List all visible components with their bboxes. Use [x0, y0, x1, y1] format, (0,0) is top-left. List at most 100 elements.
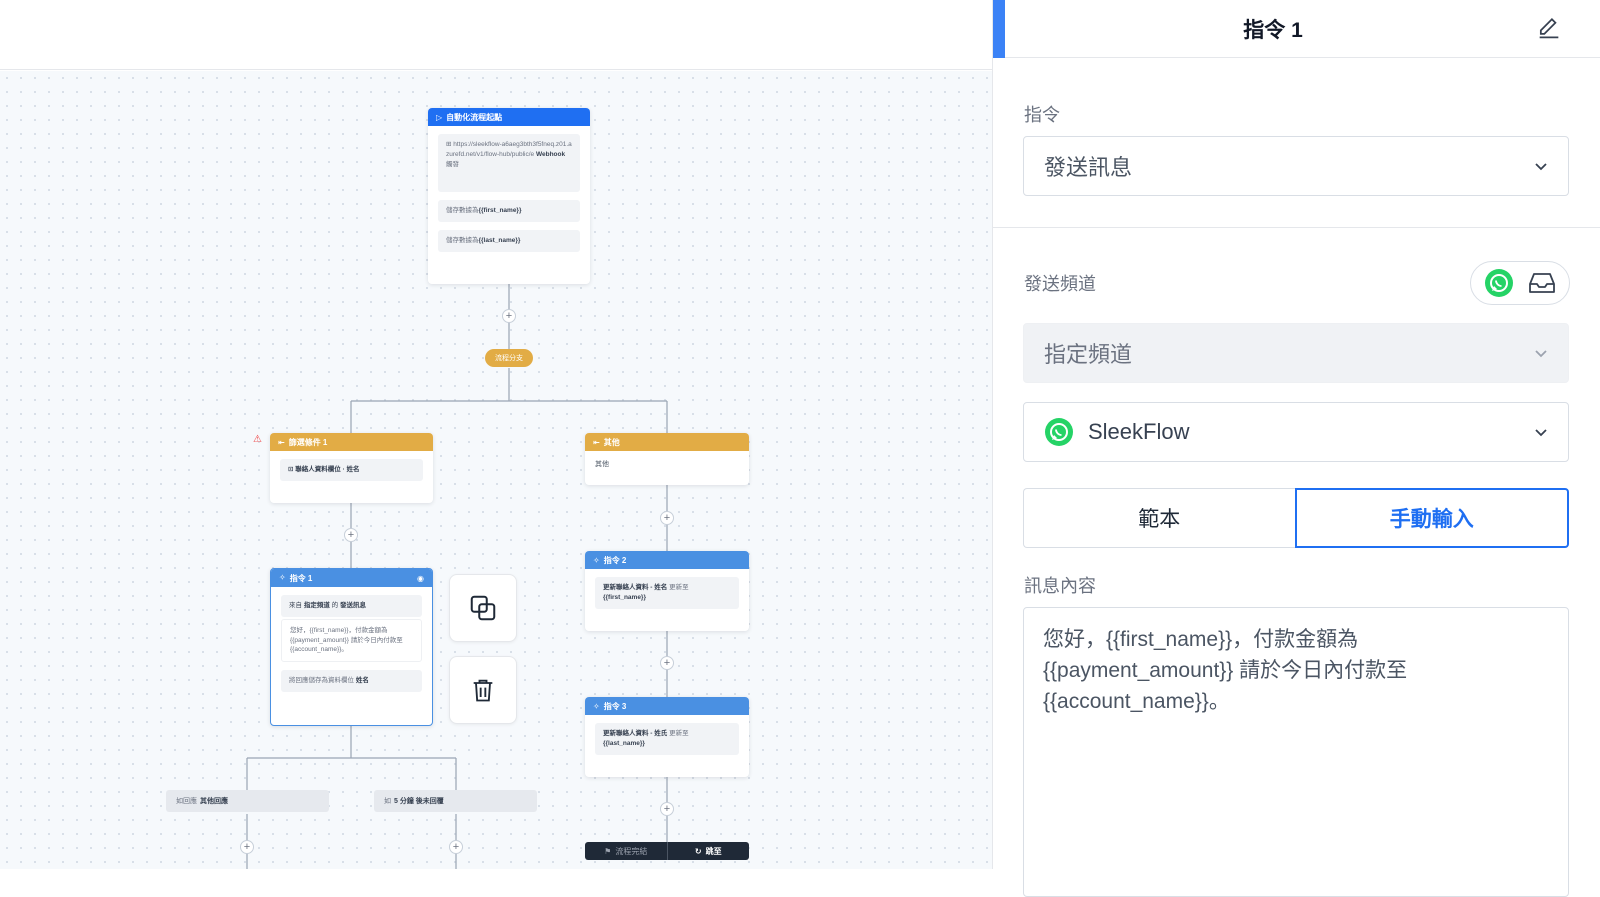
branch-prefix: 如 — [384, 798, 391, 805]
message-type-tabs: 範本 手動輸入 — [1023, 488, 1569, 548]
save-variable: {{last_name}} — [478, 236, 521, 244]
action-2-header: ✧ 指令 2 — [585, 551, 749, 569]
flow-end-bar: ⚑流程完結 ↻跳至 — [585, 842, 749, 860]
action-select-value: 發送訊息 — [1044, 155, 1133, 180]
branch-label: 其他回應 — [200, 798, 228, 805]
save-response-field: 姓名 — [355, 677, 369, 684]
channel-mode-select: 指定頻道 — [1023, 323, 1569, 383]
save-response-slot[interactable]: 將回應儲存為資料欄位 姓名 — [281, 670, 422, 692]
save-data-slot-2[interactable]: 儲存數據為{{last_name}} — [438, 229, 580, 252]
channel-text: 指定頻道 — [303, 602, 330, 609]
section-divider — [993, 227, 1600, 228]
flag-icon: ⚑ — [604, 846, 612, 856]
update-to-text: 更新至 — [669, 730, 689, 737]
branch-label: 5 分鐘 後未回覆 — [394, 798, 444, 805]
start-node-header: ▷ 自動化流程起點 — [428, 108, 590, 126]
save-prefix: 儲存數據為 — [446, 207, 479, 214]
panel-accent — [993, 0, 1005, 58]
inbox-icon[interactable] — [1527, 270, 1557, 296]
start-node[interactable]: ▷ 自動化流程起點 ⊞ https://sleekflow-a6aeg3bth3… — [428, 108, 590, 284]
jump-label: 跳至 — [705, 846, 722, 856]
flow-canvas[interactable]: ▷ 自動化流程起點 ⊞ https://sleekflow-a6aeg3bth3… — [0, 0, 992, 869]
action-1-header: ✧指令 1 ◉ — [271, 569, 432, 587]
message-preview-slot[interactable]: 您好，{{first_name}}，付款金額為 {{payment_amount… — [281, 618, 422, 662]
update-contact-slot[interactable]: 更新聯絡人資料 - 姓名 更新至 {{first_name}} — [595, 577, 739, 609]
webhook-suffix: 觸發 — [446, 160, 459, 168]
action-settings-panel: 指令 1 指令 發送訊息 發送頻道 指定頻道 — [992, 0, 1600, 897]
jump-to-button[interactable]: ↻跳至 — [668, 842, 750, 860]
save-data-slot-1[interactable]: 儲存數據為{{first_name}} — [438, 200, 580, 222]
send-message-slot[interactable]: 來自 指定頻道 的 發送訊息 — [281, 595, 422, 617]
condition-node[interactable]: ⇤ 篩選條件 1 ⊡ 聯絡人資料欄位 · 姓名 — [270, 433, 433, 503]
action-2-title: 指令 2 — [603, 555, 627, 565]
chevron-down-icon — [1535, 350, 1547, 358]
add-step-button[interactable]: + — [660, 802, 674, 816]
update-to-text: 更新至 — [669, 584, 689, 591]
trash-icon — [473, 679, 493, 702]
message-preview: 您好，{{first_name}}，付款金額為 {{payment_amount… — [290, 626, 403, 654]
finish-flow-button[interactable]: ⚑流程完結 — [585, 842, 668, 860]
tab-template[interactable]: 範本 — [1023, 488, 1295, 548]
eye-icon[interactable]: ◉ — [417, 573, 424, 583]
action-2-node[interactable]: ✧ 指令 2 更新聯絡人資料 - 姓名 更新至 {{first_name}} — [585, 551, 749, 631]
save-variable: {{first_name}} — [478, 207, 522, 214]
update-variable: {{last_name}} — [603, 739, 645, 747]
add-step-button[interactable]: + — [660, 656, 674, 670]
edit-button[interactable] — [1531, 10, 1567, 46]
action-1-title: 指令 1 — [289, 573, 313, 583]
play-icon: ▷ — [436, 112, 443, 122]
add-step-button[interactable]: + — [502, 309, 516, 323]
chevron-down-icon — [1535, 163, 1547, 171]
channel-select[interactable]: SleekFlow — [1023, 402, 1569, 462]
condition-slot[interactable]: ⊡ 聯絡人資料欄位 · 姓名 — [280, 459, 423, 481]
whatsapp-icon — [1045, 418, 1073, 446]
add-step-button[interactable]: + — [660, 511, 674, 525]
other-node[interactable]: ⇤ 其他 其他 — [585, 433, 749, 485]
webhook-slot[interactable]: ⊞ https://sleekflow-a6aeg3bth3f5fneq.z01… — [438, 134, 580, 192]
panel-header: 指令 1 — [993, 0, 1600, 58]
of-text: 的 — [331, 602, 339, 609]
delete-button[interactable] — [449, 656, 517, 724]
action-3-node[interactable]: ✧ 指令 3 更新聯絡人資料 - 姓氏 更新至 {{last_name}} — [585, 697, 749, 777]
condition-text: 聯絡人資料欄位 · 姓名 — [295, 466, 360, 473]
tab-manual-input[interactable]: 手動輸入 — [1294, 488, 1569, 548]
add-step-button[interactable]: + — [344, 528, 358, 542]
duplicate-icon — [470, 595, 496, 621]
update-contact-slot[interactable]: 更新聯絡人資料 - 姓氏 更新至 {{last_name}} — [595, 723, 739, 755]
action-select[interactable]: 發送訊息 — [1023, 136, 1569, 196]
action-3-title: 指令 3 — [603, 701, 627, 711]
start-node-title: 自動化流程起點 — [446, 112, 503, 122]
update-variable: {{first_name}} — [603, 593, 646, 601]
whatsapp-icon[interactable] — [1484, 268, 1514, 298]
from-text: 來自 — [289, 602, 302, 609]
action-icon: ✧ — [279, 572, 286, 582]
message-label: 訊息內容 — [1024, 576, 1096, 596]
duplicate-button[interactable] — [449, 574, 517, 642]
send-message-text: 發送訊息 — [339, 602, 366, 609]
other-node-title: 其他 — [603, 437, 620, 447]
contact-icon: ⊡ — [288, 466, 296, 473]
channel-select-value: SleekFlow — [1088, 419, 1190, 444]
other-node-header: ⇤ 其他 — [585, 433, 749, 451]
redo-icon: ↻ — [694, 846, 702, 856]
action-icon: ✧ — [593, 701, 600, 711]
webhook-url: https://sleekflow-a6aeg3bth3f5fneq.z01.a… — [446, 141, 572, 158]
branch-prefix: 如回應 — [176, 798, 197, 805]
channel-mode-value: 指定頻道 — [1044, 342, 1133, 367]
message-content-input[interactable]: 您好，{{first_name}}，付款金額為 {{payment_amount… — [1023, 607, 1569, 897]
link-icon: ⊞ — [446, 141, 454, 148]
reply-branch-other[interactable]: 如回應其他回應 — [166, 790, 329, 812]
branch-pill[interactable]: 流程分支 — [485, 349, 533, 367]
action-3-header: ✧ 指令 3 — [585, 697, 749, 715]
channel-type-toggle[interactable] — [1470, 261, 1570, 305]
update-field-text: 更新聯絡人資料 - 姓名 — [603, 584, 668, 591]
update-field-text: 更新聯絡人資料 - 姓氏 — [603, 730, 668, 737]
panel-title: 指令 1 — [1243, 19, 1303, 42]
warning-icon: ⚠ — [253, 434, 262, 445]
add-step-button[interactable]: + — [449, 840, 463, 854]
condition-node-title: 篩選條件 1 — [288, 437, 328, 447]
action-1-node[interactable]: ✧指令 1 ◉ 來自 指定頻道 的 發送訊息 您好，{{first_name}}… — [270, 568, 433, 726]
branch-icon: ⇤ — [593, 437, 600, 447]
add-step-button[interactable]: + — [240, 840, 254, 854]
